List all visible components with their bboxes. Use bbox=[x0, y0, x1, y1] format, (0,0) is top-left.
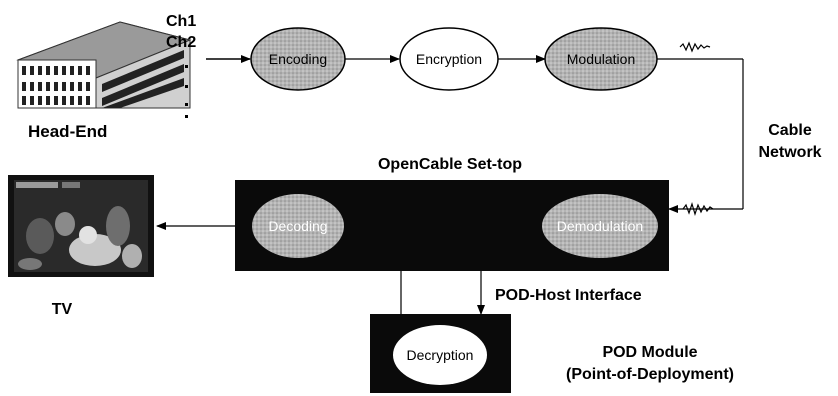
settop-title: OpenCable Set-top bbox=[378, 156, 522, 173]
headend-building-icon bbox=[16, 21, 192, 109]
demodulation-label: Demodulation bbox=[557, 218, 643, 234]
channel-label-1: Ch1 bbox=[166, 13, 196, 30]
channel-ellipsis-dots bbox=[185, 65, 188, 118]
pod-module-label-line1: POD Module bbox=[602, 344, 697, 361]
signal-wave-icon-top bbox=[679, 41, 711, 53]
tv-label: TV bbox=[52, 301, 73, 318]
decoding-label: Decoding bbox=[268, 218, 327, 234]
demodulation-node: Demodulation bbox=[542, 194, 658, 258]
encryption-label: Encryption bbox=[416, 51, 482, 67]
headend-label: Head-End bbox=[28, 122, 107, 141]
decoding-node: Decoding bbox=[252, 194, 344, 258]
tv-screen-icon bbox=[8, 175, 154, 277]
modulation-node: Modulation bbox=[544, 27, 658, 91]
encryption-node: Encryption bbox=[399, 27, 499, 91]
pod-host-interface-label: POD-Host Interface bbox=[495, 287, 642, 304]
modulation-label: Modulation bbox=[567, 51, 636, 67]
encoding-node: Encoding bbox=[250, 27, 346, 91]
signal-wave-icon-bottom bbox=[682, 202, 714, 216]
decryption-label: Decryption bbox=[407, 347, 474, 363]
pod-module-label-line2: (Point-of-Deployment) bbox=[566, 366, 734, 383]
cable-network-label-line2: Network bbox=[758, 144, 821, 161]
decryption-node: Decryption bbox=[393, 325, 487, 385]
channel-label-2: Ch2 bbox=[166, 34, 196, 51]
encoding-label: Encoding bbox=[269, 51, 327, 67]
cable-network-label-line1: Cable bbox=[768, 122, 812, 139]
